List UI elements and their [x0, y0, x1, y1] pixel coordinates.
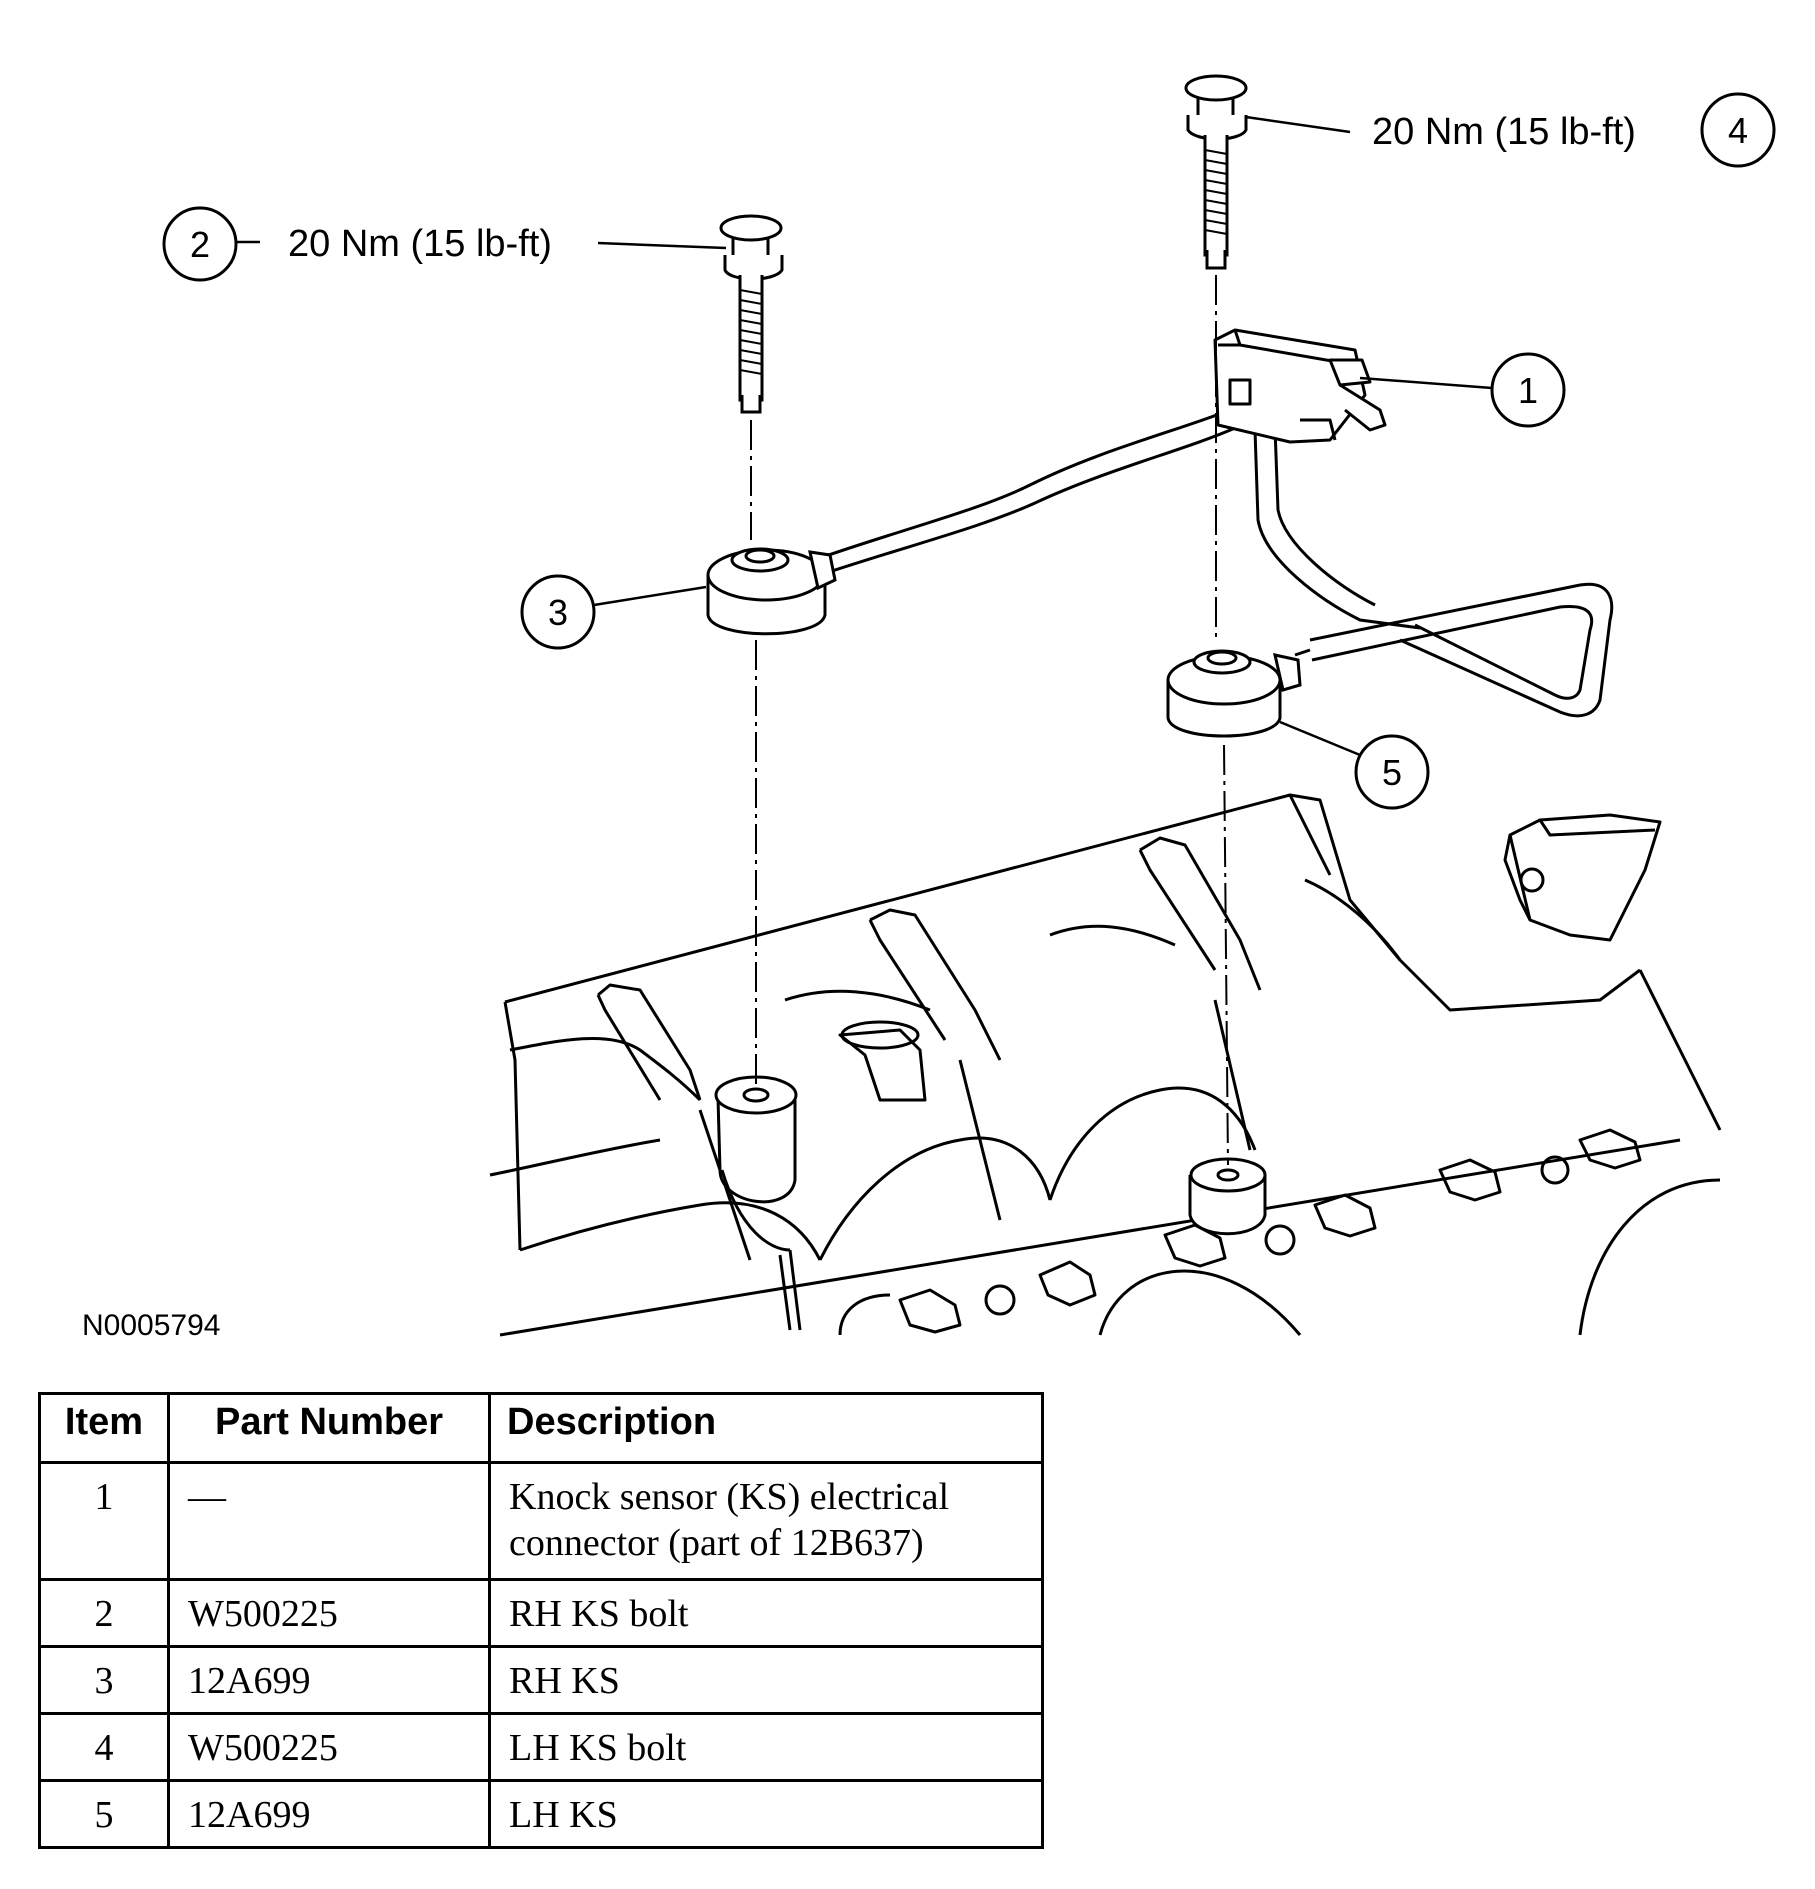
cell-part-number: — — [167, 1461, 491, 1581]
leader-line — [597, 241, 727, 250]
table-row: 4 W500225 LH KS bolt — [38, 1712, 1044, 1782]
callout-number: 2 — [190, 224, 210, 265]
callout-circle — [1354, 734, 1430, 810]
cell-part-number: 12A699 — [167, 1779, 491, 1849]
exploded-view-illustration: 1 2 20 Nm (15 lb-ft) 3 20 Nm (15 lb-ft) … — [82, 74, 1776, 1342]
cell-description: RH KS — [488, 1645, 1044, 1715]
cell-description: LH KS bolt — [488, 1712, 1044, 1782]
cell-part-number: W500225 — [167, 1712, 491, 1782]
rh-knock-sensor-bolt-drawing — [719, 214, 784, 414]
leader-line — [1245, 115, 1351, 134]
callout-number: 4 — [1728, 110, 1748, 151]
cell-description: RH KS bolt — [488, 1578, 1044, 1648]
cell-item: 3 — [38, 1645, 170, 1715]
callout-5: 5 — [1279, 720, 1430, 810]
callout-2: 2 20 Nm (15 lb-ft) — [162, 206, 727, 282]
cell-part-number: 12A699 — [167, 1645, 491, 1715]
cell-part-number: W500225 — [167, 1578, 491, 1648]
table-row: 2 W500225 RH KS bolt — [38, 1578, 1044, 1648]
callout-circle — [1490, 352, 1566, 428]
callout-1: 1 — [1359, 352, 1566, 428]
callout-circle — [520, 574, 596, 650]
header-part-number: Part Number — [167, 1392, 491, 1464]
description-line: Knock sensor (KS) electrical — [509, 1476, 950, 1518]
header-item: Item — [38, 1392, 170, 1464]
header-description: Description — [488, 1392, 1044, 1464]
rh-knock-sensor-drawing — [706, 547, 837, 636]
callout-number: 3 — [548, 592, 568, 633]
torque-spec-label: 20 Nm (15 lb-ft) — [1372, 111, 1636, 153]
description-line: connector (part of 12B637) — [509, 1522, 924, 1564]
cell-item: 4 — [38, 1712, 170, 1782]
cell-item: 5 — [38, 1779, 170, 1849]
engine-block-drawing — [489, 793, 1722, 1337]
torque-spec-label: 20 Nm (15 lb-ft) — [288, 223, 552, 265]
lh-knock-sensor-drawing — [1166, 649, 1302, 738]
leader-line — [1279, 720, 1361, 757]
cell-item: 2 — [38, 1578, 170, 1648]
callout-circle — [162, 206, 238, 282]
leader-line — [1359, 376, 1493, 390]
callout-number: 5 — [1382, 752, 1402, 793]
table-header-row: Item Part Number Description — [38, 1392, 1044, 1464]
figure-id: N0005794 — [82, 1309, 220, 1342]
callout-3: 3 — [520, 574, 707, 650]
table-row: 3 12A699 RH KS — [38, 1645, 1044, 1715]
leader-line — [593, 585, 707, 607]
lh-knock-sensor-bolt-drawing — [1184, 74, 1248, 270]
table-row: 5 12A699 LH KS — [38, 1779, 1044, 1849]
callout-number: 1 — [1518, 370, 1538, 411]
knock-sensor-wiring-harness — [819, 376, 1614, 718]
parts-table: Item Part Number Description 1 — Knock s… — [38, 1392, 1044, 1849]
cell-description: LH KS — [488, 1779, 1044, 1849]
callout-4: 20 Nm (15 lb-ft) 4 — [1245, 92, 1776, 168]
bolt-alignment-lines — [750, 275, 1229, 1166]
cell-item: 1 — [38, 1461, 170, 1581]
knock-sensor-connector-drawing — [1213, 328, 1387, 444]
callout-circle — [1700, 92, 1776, 168]
